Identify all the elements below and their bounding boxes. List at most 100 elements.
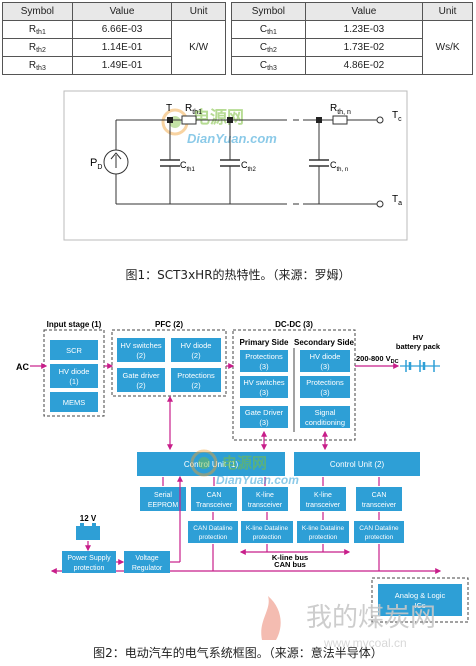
svg-text:Protections: Protections xyxy=(245,352,283,361)
svg-text:(3): (3) xyxy=(259,388,269,397)
label-cthn: Cth, n xyxy=(330,160,348,173)
svg-text:(2): (2) xyxy=(191,351,201,360)
svg-text:(3): (3) xyxy=(320,388,330,397)
pfc-hv-diode-box: HV diode (2) xyxy=(171,338,221,362)
svg-text:SCR: SCR xyxy=(66,346,82,355)
kline-dataline-protection-1-box: K-line Dataline protection xyxy=(241,521,293,543)
primary-side-title: Primary Side xyxy=(240,338,289,347)
svg-text:Control Unit (2): Control Unit (2) xyxy=(330,460,385,469)
sec-hv-diode-box: HV diode (3) xyxy=(300,350,350,372)
svg-text:(3): (3) xyxy=(259,362,269,371)
svg-text:HV switches: HV switches xyxy=(243,378,285,387)
pfc-hv-switches-box: HV switches (2) xyxy=(117,338,165,362)
label-tc: Tc xyxy=(392,110,402,123)
control-unit-1-box: Control Unit (1) xyxy=(137,452,285,476)
svg-text:Protections: Protections xyxy=(306,378,344,387)
watermark-en: DianYuan.com xyxy=(187,131,277,146)
kline-bus-label: K-line bus xyxy=(272,553,308,562)
capacitor-cth2 xyxy=(220,123,240,204)
prim-gate-driver-box: Gate Driver (3) xyxy=(240,406,288,428)
svg-text:conditioning: conditioning xyxy=(305,418,345,427)
unit-cell: K/W xyxy=(171,20,226,75)
svg-text:Transceiver: Transceiver xyxy=(196,502,233,509)
kline-transceiver-1-box: K-line transceiver xyxy=(242,487,288,511)
svg-text:protection: protection xyxy=(253,534,282,541)
pfc-title: PFC (2) xyxy=(155,320,183,329)
svg-text:CAN Dataline: CAN Dataline xyxy=(193,525,233,532)
svg-text:Gate driver: Gate driver xyxy=(122,371,160,380)
header-symbol: Symbol xyxy=(231,2,306,21)
thermal-resistance-table: Symbol Value Unit Rth1 6.66E-03 K/W Rth2… xyxy=(2,2,226,75)
kline-transceiver-2-box: K-line transceiver xyxy=(300,487,346,511)
secondary-side-title: Secondary Side xyxy=(294,338,355,347)
node xyxy=(167,117,173,123)
label-rth1: Rth1 xyxy=(185,103,202,116)
symbol-cell: Cth3 xyxy=(231,56,306,75)
can-dataline-protection-2-box: CAN Dataline protection xyxy=(354,521,404,543)
svg-text:K-line: K-line xyxy=(256,492,274,499)
12v-battery-icon xyxy=(76,523,100,540)
svg-text:transceiver: transceiver xyxy=(248,502,283,509)
prim-hv-switches-box: HV switches (3) xyxy=(240,376,288,398)
resistor-rth1 xyxy=(181,115,197,125)
circuit-frame xyxy=(63,90,408,241)
capacitor-cth1 xyxy=(160,123,180,204)
svg-text:(2): (2) xyxy=(136,381,146,390)
svg-text:Analog & Logic: Analog & Logic xyxy=(395,591,446,600)
svg-text:K-line Dataline: K-line Dataline xyxy=(302,525,345,532)
svg-text:K-line Dataline: K-line Dataline xyxy=(246,525,289,532)
watermark-en: DianYuan.com xyxy=(216,473,299,487)
hv-diode-1-box: HV diode (1) xyxy=(50,364,98,388)
node xyxy=(227,117,233,123)
svg-text:protection: protection xyxy=(365,534,394,541)
figure-1-caption: 图1：SCT3xHR的热特性。（来源：罗姆） xyxy=(125,268,351,282)
header-unit: Unit xyxy=(422,2,473,21)
ac-label: AC xyxy=(16,362,29,372)
svg-text:transceiver: transceiver xyxy=(306,502,341,509)
svg-text:HV diode: HV diode xyxy=(310,352,341,361)
label-cth1: Cth1 xyxy=(180,160,196,173)
svg-text:Power Supply: Power Supply xyxy=(67,555,111,562)
can-transceiver-1-box: CAN Transceiver xyxy=(191,487,237,511)
label-cth2: Cth2 xyxy=(241,160,257,173)
value-cell: 4.86E-02 xyxy=(304,56,424,75)
node xyxy=(316,117,322,123)
svg-text:protection: protection xyxy=(199,534,228,541)
svg-text:HV diode: HV diode xyxy=(181,341,212,350)
can-dataline-protection-1-box: CAN Dataline protection xyxy=(188,521,238,543)
svg-text:Gate Driver: Gate Driver xyxy=(245,408,284,417)
can-bus-label: CAN bus xyxy=(274,560,306,569)
battery-label-2: battery pack xyxy=(396,342,441,351)
svg-text:CAN Dataline: CAN Dataline xyxy=(359,525,399,532)
value-cell: 1.49E-01 xyxy=(71,56,173,75)
sec-protections-box: Protections (3) xyxy=(300,376,350,398)
prim-protections-box: Protections (3) xyxy=(240,350,288,372)
pfc-gate-driver-box: Gate driver (2) xyxy=(117,368,165,392)
svg-text:CAN: CAN xyxy=(372,492,387,499)
svg-text:ICs: ICs xyxy=(414,601,426,610)
analog-logic-box: Analog & Logic ICs xyxy=(378,584,462,616)
svg-text:(3): (3) xyxy=(320,362,330,371)
header-value: Value xyxy=(71,2,173,21)
svg-text:Serial: Serial xyxy=(154,492,172,499)
svg-text:(1): (1) xyxy=(69,377,79,386)
svg-text:Regulator: Regulator xyxy=(132,565,163,572)
kline-dataline-protection-2-box: K-line Dataline protection xyxy=(297,521,349,543)
header-value: Value xyxy=(304,2,424,21)
analog-frame xyxy=(371,577,469,623)
svg-text:Voltage: Voltage xyxy=(135,555,158,562)
symbol-cell: Rth3 xyxy=(2,56,73,75)
terminal-tc xyxy=(376,116,384,124)
svg-text:Control Unit (1): Control Unit (1) xyxy=(184,460,239,469)
svg-text:Signal: Signal xyxy=(315,408,336,417)
svg-text:HV diode: HV diode xyxy=(59,367,90,376)
unit-cell: Ws/K xyxy=(422,20,473,75)
input-stage-frame xyxy=(43,329,105,417)
input-stage-title: Input stage (1) xyxy=(47,320,102,329)
control-unit-2-box: Control Unit (2) xyxy=(294,452,420,476)
label-rthn: Rth, n xyxy=(330,103,351,116)
watermark-site-url: www.mycoal.cn xyxy=(323,636,407,650)
dcdc-frame xyxy=(232,329,356,441)
terminal-ta xyxy=(376,200,384,208)
